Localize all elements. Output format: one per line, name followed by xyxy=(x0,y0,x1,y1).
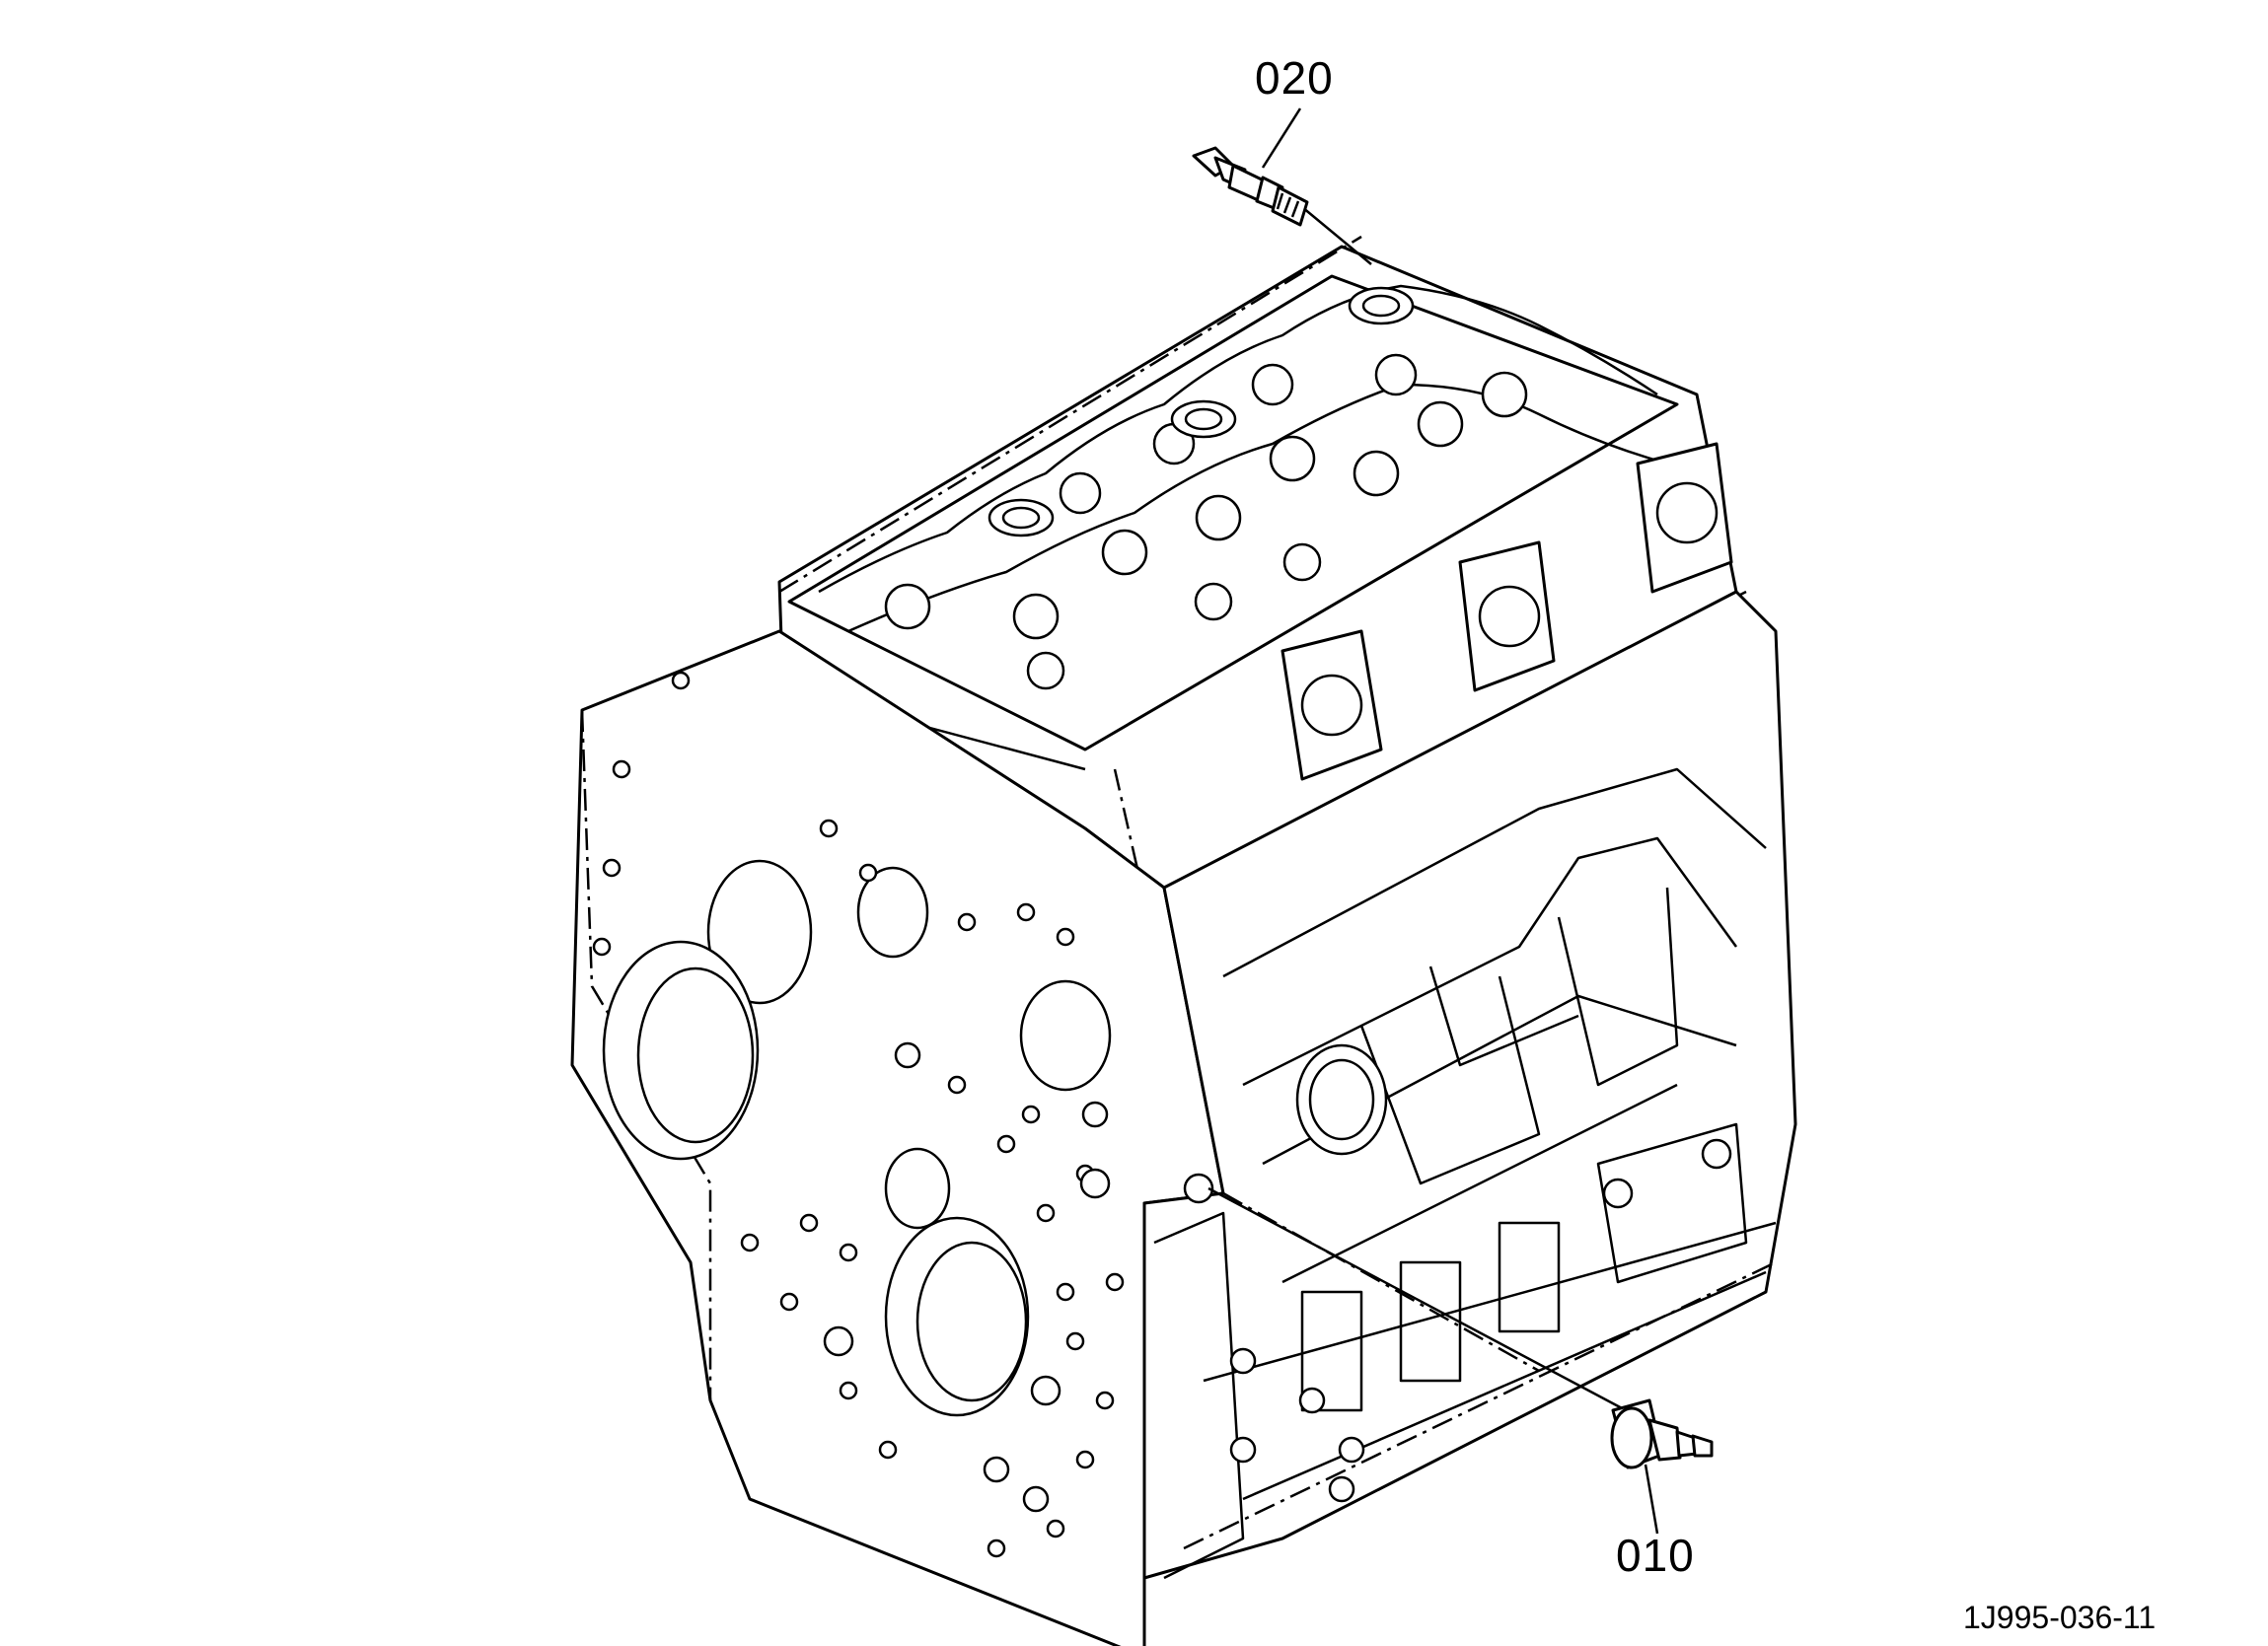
head-bolt-holes xyxy=(884,353,1528,690)
plate-bolt-holes xyxy=(592,671,1125,1558)
callout-label-020: 020 xyxy=(1255,52,1334,104)
leader-line-010 xyxy=(1207,1186,1659,1535)
engine-block xyxy=(570,590,1797,1646)
figure-id: 1J995-036-11 xyxy=(1963,1600,2157,1635)
gear-case-openings xyxy=(602,859,1112,1417)
exhaust-ports xyxy=(1280,442,1733,781)
water-temperature-sensor-icon xyxy=(1192,146,1309,227)
crankcase-ribs xyxy=(1153,767,1777,1580)
leader-line-020 xyxy=(1261,107,1372,265)
oil-pressure-switch-icon xyxy=(1610,1398,1714,1469)
injector-ports xyxy=(988,286,1415,537)
callout-label-010: 010 xyxy=(1616,1530,1695,1581)
